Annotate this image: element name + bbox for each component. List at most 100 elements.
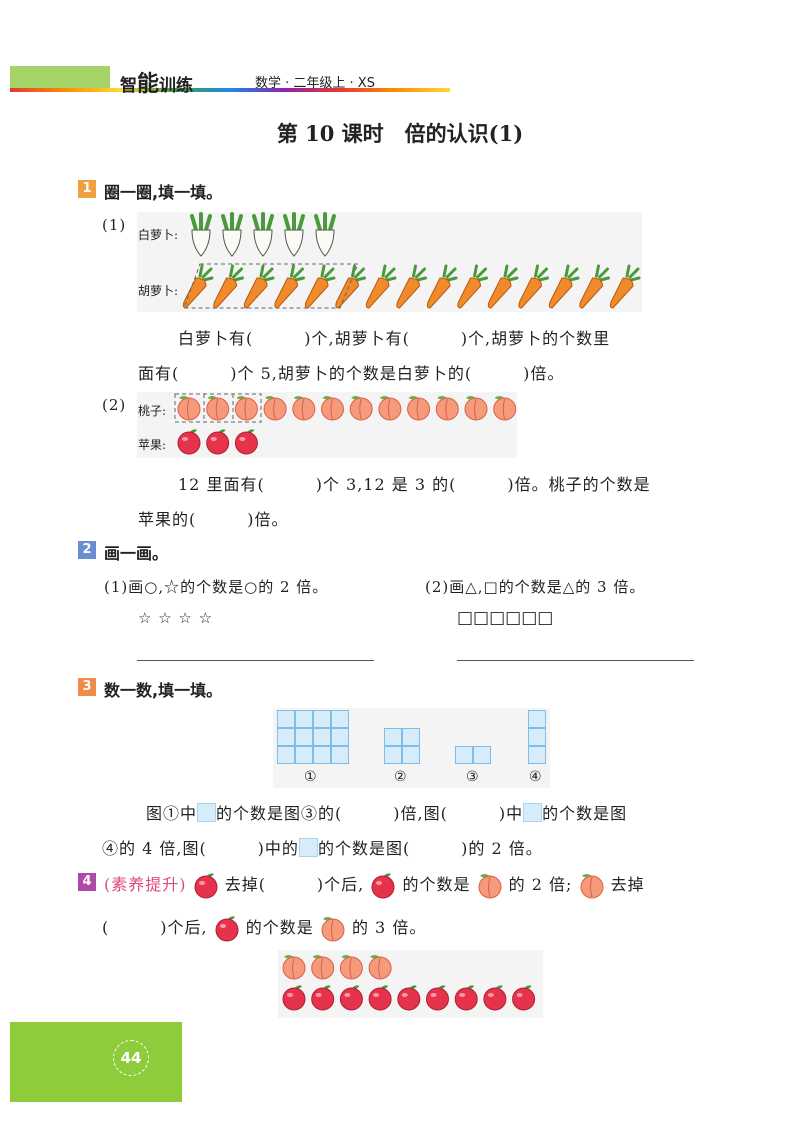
grid-cell xyxy=(295,746,313,764)
figure-3-label: ③ xyxy=(466,769,479,785)
radish-row xyxy=(190,212,336,257)
apple-icon xyxy=(368,985,392,1011)
q4-line2-part-a: ( )个后, xyxy=(102,918,208,937)
radish-label: 白萝卜: xyxy=(138,228,179,242)
radish-icon xyxy=(252,212,274,257)
apple-icon xyxy=(426,985,449,1011)
peach-icon xyxy=(234,396,258,421)
carrot-icon xyxy=(182,264,214,309)
q4-peach-row xyxy=(282,955,392,980)
peach-icon xyxy=(311,955,335,980)
apple-row xyxy=(177,429,258,455)
figure-1 xyxy=(277,710,349,764)
peach-icon xyxy=(378,396,402,421)
q4-line2-part-b: 的个数是 xyxy=(245,918,314,937)
grid-cell xyxy=(402,746,420,764)
q4-line1-part-a: 去掉( )个后, xyxy=(224,875,365,894)
carrot-icon xyxy=(487,264,519,309)
carrot-icon xyxy=(548,264,580,309)
apple-icon xyxy=(194,873,218,899)
q3-line2-part-b: 的个数是图( )的 2 倍。 xyxy=(317,839,543,858)
peach-icon xyxy=(263,396,287,421)
q1-part1-label: (1) xyxy=(102,216,127,234)
apple-icon xyxy=(177,429,201,455)
peach-icon xyxy=(464,396,488,421)
peach-icon xyxy=(292,396,316,421)
apple-icon xyxy=(282,985,306,1011)
peach-icon xyxy=(368,955,392,980)
q4-line1-part-c: 的 2 倍; xyxy=(508,875,573,894)
q2-left-answer-line[interactable] xyxy=(137,660,374,661)
page-title: 第 10 课时 倍的认识(1) xyxy=(276,121,524,146)
square-cell-icon xyxy=(197,803,217,822)
header-green-bar xyxy=(10,66,110,88)
grid-cell xyxy=(277,728,295,746)
grid-cell xyxy=(313,728,331,746)
carrot-icon xyxy=(274,264,305,309)
grid-cell xyxy=(528,746,546,764)
q4-tag: (素养提升) xyxy=(104,875,187,894)
q1-title: 圈一圈,填一填。 xyxy=(104,183,223,202)
peach-icon xyxy=(177,396,201,421)
carrot-icon xyxy=(457,264,488,309)
brand-big: 能 xyxy=(137,72,160,97)
peach-icon xyxy=(478,874,502,899)
apple-icon xyxy=(454,985,478,1011)
q4-number: 4 xyxy=(78,873,96,891)
q1-part1-line2: 面有( )个 5,胡萝卜的个数是白萝卜的( )倍。 xyxy=(138,364,565,383)
carrot-icon xyxy=(426,264,458,309)
apple-icon xyxy=(215,916,239,942)
square-cell-icon xyxy=(298,838,318,857)
peach-icon xyxy=(435,396,459,421)
q2-left-prompt: (1)画○,☆的个数是○的 2 倍。 xyxy=(104,578,329,596)
q4-apple-row xyxy=(282,985,536,1011)
q4-line1: (素养提升) 去掉( )个后, 的个数是 的 2 倍; 去掉 xyxy=(104,871,645,899)
peach-icon xyxy=(321,917,345,942)
radish-icon xyxy=(314,212,336,257)
carrot-icon xyxy=(396,264,427,309)
radish-icon xyxy=(283,212,305,257)
figure-2 xyxy=(384,728,420,764)
peach-icon xyxy=(206,396,230,421)
peach-icon xyxy=(282,955,306,980)
q4-line2-part-c: 的 3 倍。 xyxy=(351,918,427,937)
grid-cell xyxy=(528,728,546,746)
carrot-icon xyxy=(609,264,641,309)
q4-line1-part-d: 去掉 xyxy=(610,875,645,894)
apple-label: 苹果: xyxy=(138,438,167,452)
brand-prefix: 智 xyxy=(120,76,137,96)
grid-cell xyxy=(313,746,331,764)
q3-line1-part-c: 的个数是图 xyxy=(542,804,628,823)
peach-dashed-group-outline xyxy=(174,393,262,423)
q2-title: 画一画。 xyxy=(104,544,169,563)
grid-cell xyxy=(295,710,313,728)
q3-line1-part-a: 图①中 xyxy=(146,804,198,823)
carrot-icon xyxy=(365,264,397,309)
radish-icon xyxy=(221,212,243,257)
figure-4-label: ④ xyxy=(529,769,542,785)
apple-icon xyxy=(512,985,536,1011)
carrot-icon xyxy=(243,264,275,309)
carrot-icon xyxy=(579,264,610,309)
grid-cell xyxy=(331,710,349,728)
q2-right-prompt: (2)画△,□的个数是△的 3 倍。 xyxy=(425,578,646,596)
q2-number: 2 xyxy=(78,541,96,559)
grid-cell xyxy=(331,746,349,764)
peach-icon xyxy=(580,874,603,899)
apple-icon xyxy=(234,429,258,455)
q2-right-answer-line[interactable] xyxy=(457,660,694,661)
header-rainbow-line xyxy=(10,88,450,92)
carrot-icon xyxy=(304,264,336,309)
figure-1-label: ① xyxy=(304,769,317,785)
grid-cell xyxy=(277,710,295,728)
q4-line2: ( )个后, 的个数是 的 3 倍。 xyxy=(102,914,427,942)
peach-icon xyxy=(349,396,373,421)
q3-number: 3 xyxy=(78,678,96,696)
grid-cell xyxy=(473,746,491,764)
grid-cell xyxy=(384,728,402,746)
peach-icon xyxy=(493,396,517,421)
figure-3 xyxy=(455,746,491,764)
apple-icon xyxy=(397,985,421,1011)
brand-suffix: 训练 xyxy=(159,76,194,96)
q1-part2-label: (2) xyxy=(102,396,127,414)
